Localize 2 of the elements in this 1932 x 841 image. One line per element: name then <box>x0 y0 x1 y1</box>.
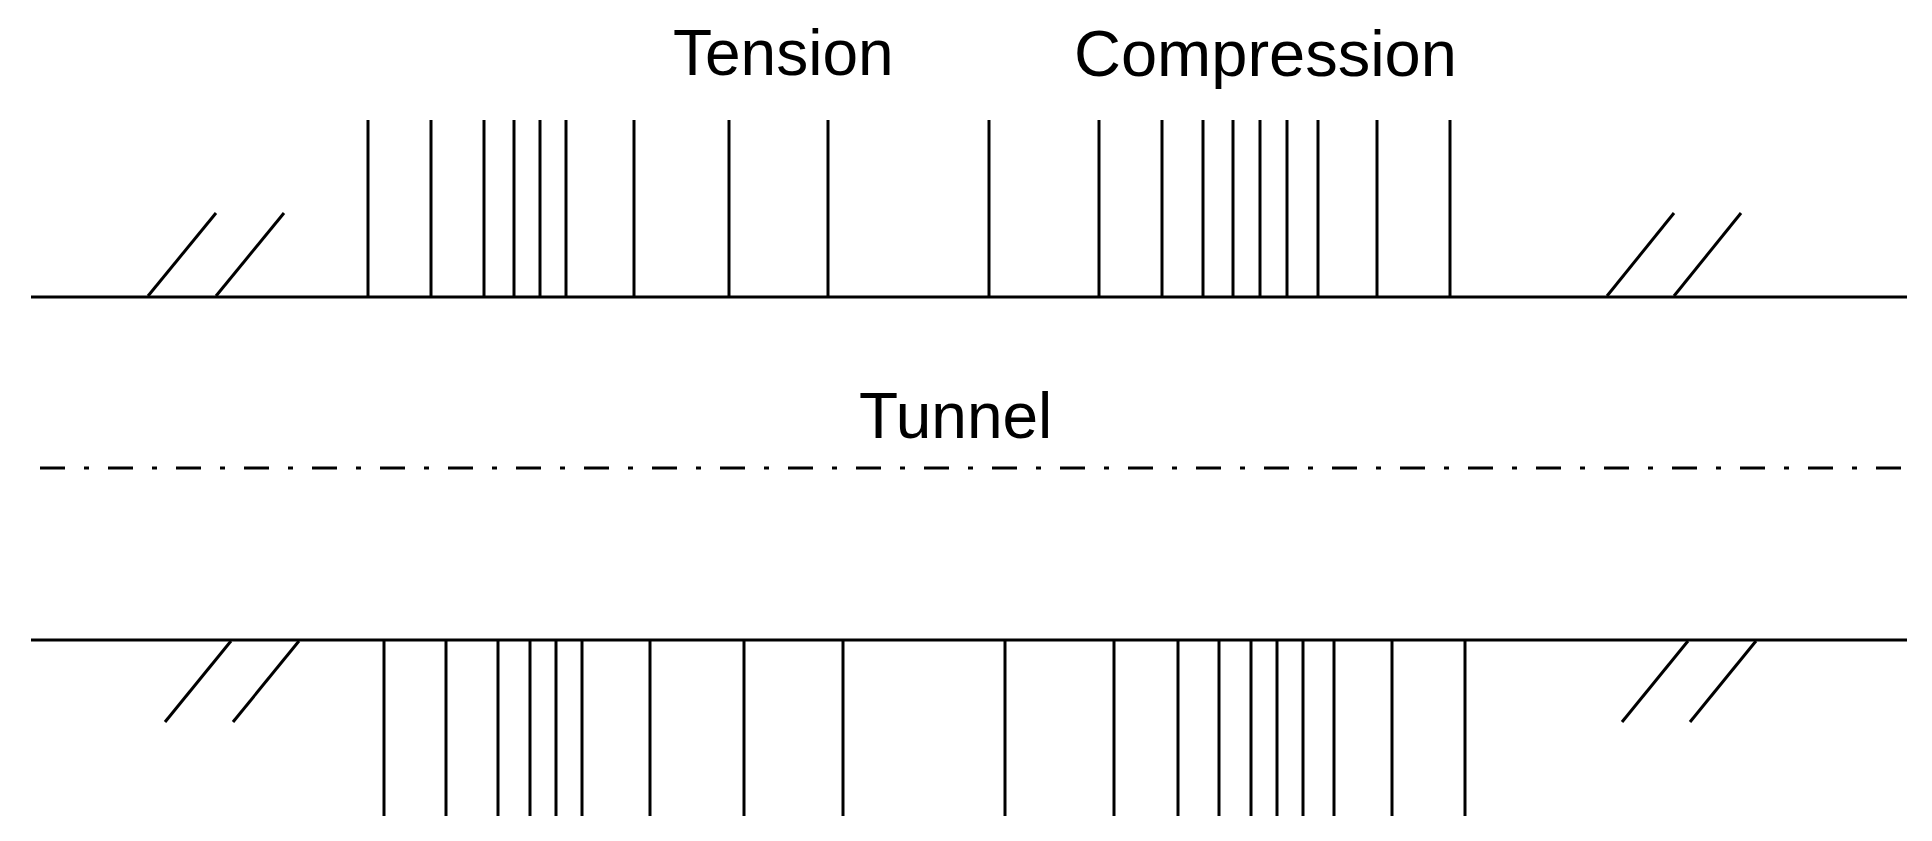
region-label: Tunnel <box>859 384 1053 448</box>
region-label: Tension <box>673 21 894 85</box>
